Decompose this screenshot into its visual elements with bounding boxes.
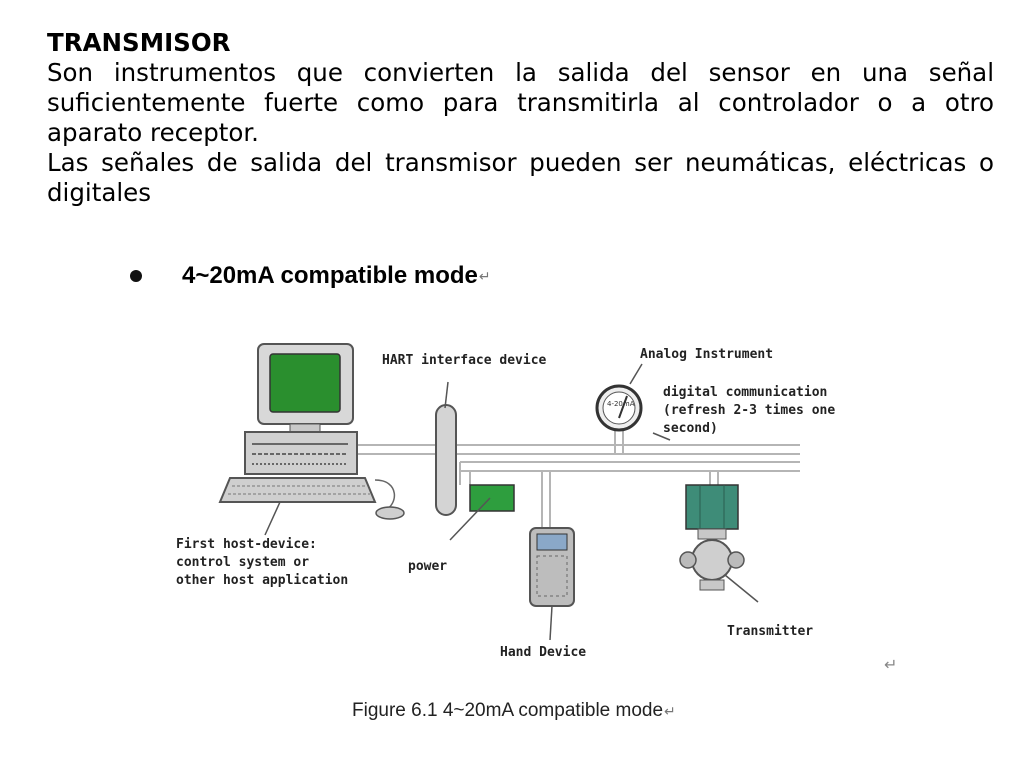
label-host-2: control system or xyxy=(176,555,309,570)
monitor-screen xyxy=(269,353,341,413)
label-power: power xyxy=(408,559,447,574)
hart-interface-device xyxy=(435,381,457,516)
return-mark-icon-2: ↵ xyxy=(884,655,898,674)
gauge-text: 4-20mA xyxy=(607,400,635,408)
bullet-dot-icon xyxy=(130,270,142,282)
power-supply xyxy=(449,484,515,541)
label-digital-comm-2: (refresh 2-3 times one xyxy=(663,403,835,418)
text-block: TRANSMISOR Son instrumentos que conviert… xyxy=(47,28,994,208)
caption-return-mark-icon: ↵ xyxy=(664,703,676,719)
label-hart-interface: HART interface device xyxy=(382,353,547,368)
return-mark-icon: ↵ xyxy=(478,267,491,284)
figure-caption: Figure 6.1 4~20mA compatible mode↵ xyxy=(352,700,676,722)
bus-lines xyxy=(356,430,800,530)
hart-diagram: 4-20mA HART interface device Analog Inst… xyxy=(160,330,880,700)
paragraph-2: Las señales de salida del transmisor pue… xyxy=(47,148,994,207)
heading: TRANSMISOR xyxy=(47,28,231,57)
hart-diagram-svg: 4-20mA HART interface device Analog Inst… xyxy=(176,343,835,660)
paragraph-1: Son instrumentos que convierten la salid… xyxy=(47,58,994,147)
monitor-stand xyxy=(289,423,321,433)
host-computer xyxy=(218,343,405,536)
keyboard xyxy=(218,477,377,503)
label-hand-device: Hand Device xyxy=(500,645,586,660)
label-digital-comm-1: digital communication xyxy=(663,385,827,400)
caption-text: Figure 6.1 4~20mA compatible mode xyxy=(352,700,664,721)
label-host-3: other host application xyxy=(176,573,348,588)
computer-case xyxy=(244,431,358,475)
mouse xyxy=(375,506,405,520)
analog-gauge: 4-20mA xyxy=(595,363,643,432)
comm-pointer-line xyxy=(652,432,671,441)
label-host-1: First host-device: xyxy=(176,537,317,552)
bullet-row: 4~20mA compatible mode ↵ xyxy=(130,262,491,290)
transmitter-device xyxy=(679,484,759,603)
bullet-title: 4~20mA compatible mode xyxy=(182,262,478,289)
hand-device xyxy=(529,527,575,641)
label-transmitter: Transmitter xyxy=(727,624,813,639)
label-analog-instrument: Analog Instrument xyxy=(640,347,773,362)
label-digital-comm-3: second) xyxy=(663,421,718,436)
